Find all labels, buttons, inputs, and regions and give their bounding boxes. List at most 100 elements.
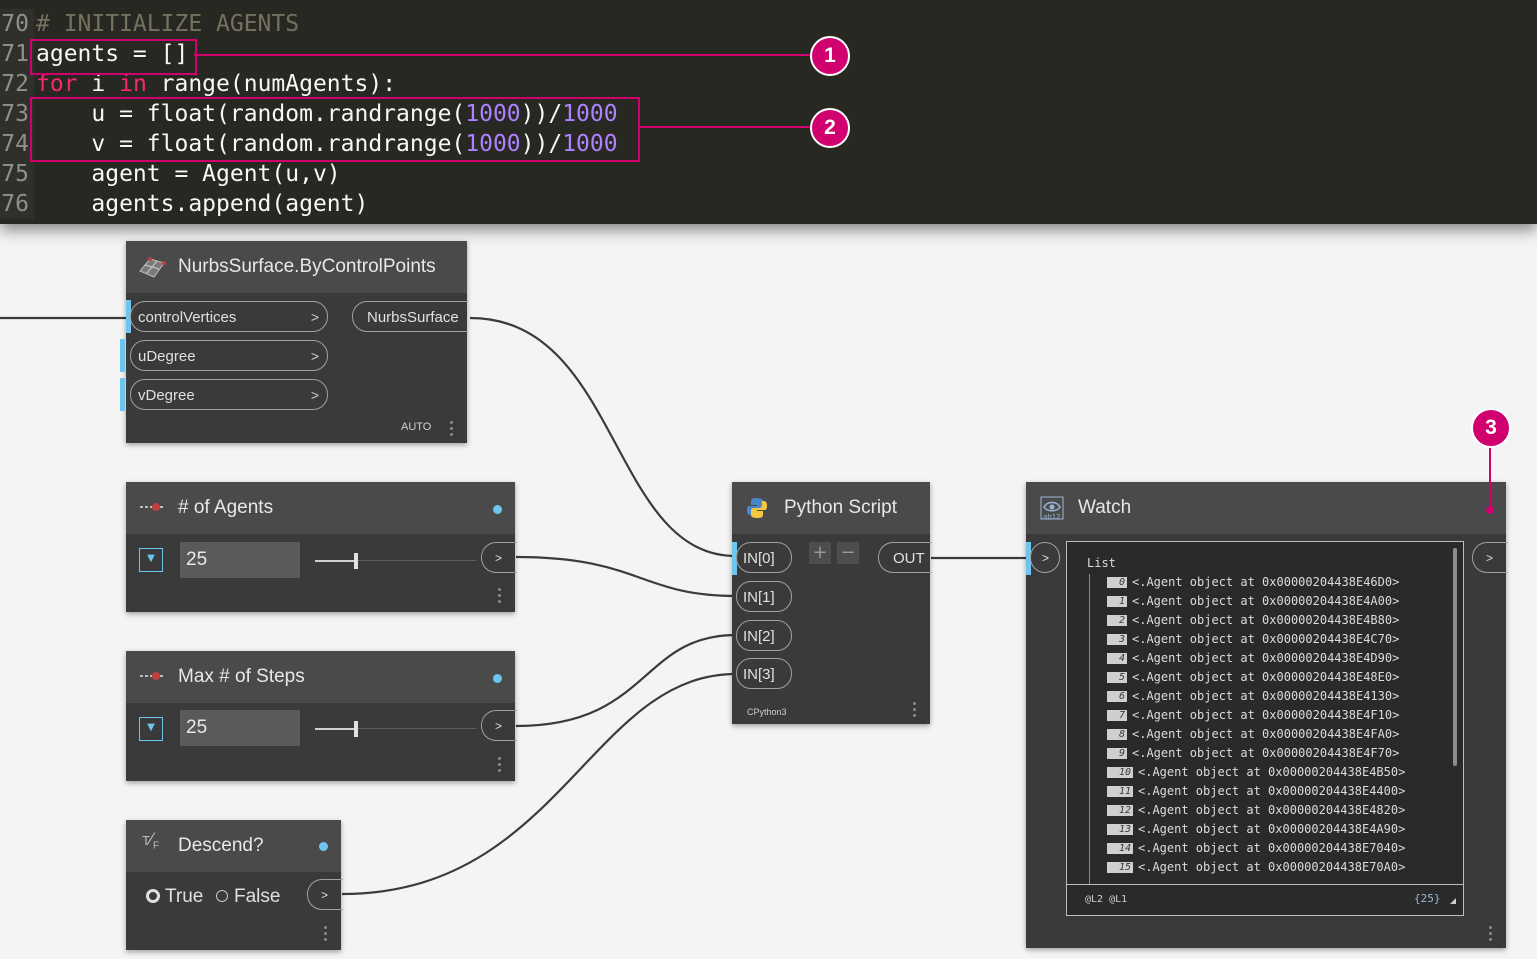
list-item[interactable]: 5<.Agent object at 0x00000204438E48E0> xyxy=(1107,668,1399,687)
node-header[interactable] xyxy=(126,241,467,293)
code-line[interactable]: 70# INITIALIZE AGENTS xyxy=(0,9,299,39)
levels-label: @L2 @L1 xyxy=(1085,894,1128,905)
slider-track[interactable] xyxy=(356,560,476,561)
input-port-in1[interactable]: IN[1] xyxy=(736,581,792,612)
node-menu-icon[interactable] xyxy=(1489,926,1493,944)
list-value: <.Agent object at 0x00000204438E4B50> xyxy=(1138,765,1406,779)
node-header[interactable] xyxy=(126,820,341,872)
node-header[interactable] xyxy=(126,651,515,703)
output-port[interactable]: > xyxy=(481,542,517,573)
line-number: 71 xyxy=(0,39,34,69)
wire-descend-to-in3 xyxy=(341,672,737,896)
node-menu-icon[interactable] xyxy=(324,926,328,944)
true-radio[interactable]: True xyxy=(146,886,203,908)
list-item[interactable]: 10<.Agent object at 0x00000204438E4B50> xyxy=(1107,763,1405,782)
node-menu-icon[interactable] xyxy=(450,421,454,439)
descend-boolean-node[interactable]: T∕F Descend? True False > xyxy=(126,820,343,950)
code-token: v = float(random.randrange( xyxy=(36,131,466,157)
output-port-nurbs-surface[interactable]: NurbsSurface xyxy=(352,301,468,332)
slider-thumb[interactable] xyxy=(354,721,358,737)
add-input-button[interactable]: + xyxy=(809,542,831,564)
list-item[interactable]: 7<.Agent object at 0x00000204438E4F10> xyxy=(1107,706,1399,725)
slider-icon xyxy=(140,503,164,511)
count-label: {25} xyxy=(1414,892,1441,905)
output-port[interactable]: > xyxy=(307,879,343,910)
watch-node[interactable]: ab12 Watch > > List 0<.Agent object at 0… xyxy=(1026,482,1508,948)
nurbs-surface-icon xyxy=(139,257,166,278)
output-port[interactable]: > xyxy=(1472,542,1508,573)
expand-toggle[interactable]: ▼ xyxy=(139,548,163,572)
watch-icon: ab12 xyxy=(1040,496,1064,521)
slider-track-filled[interactable] xyxy=(315,728,356,730)
code-line[interactable]: 76 agents.append(agent) xyxy=(0,189,368,219)
list-value: <.Agent object at 0x00000204438E4400> xyxy=(1138,784,1406,798)
lacing-label[interactable]: AUTO xyxy=(401,421,432,433)
list-item[interactable]: 15<.Agent object at 0x00000204438E70A0> xyxy=(1107,858,1405,877)
list-item[interactable]: 6<.Agent object at 0x00000204438E4130> xyxy=(1107,687,1399,706)
node-header[interactable] xyxy=(126,482,515,534)
input-port-u-degree[interactable]: uDegree> xyxy=(130,340,328,371)
input-port-in3[interactable]: IN[3] xyxy=(736,658,792,689)
callout-1: 1 xyxy=(810,36,850,76)
port-label: OUT xyxy=(893,550,925,567)
slider-thumb[interactable] xyxy=(354,553,358,569)
engine-label[interactable]: CPython3 xyxy=(747,707,787,717)
remove-input-button[interactable]: − xyxy=(837,542,859,564)
node-menu-icon[interactable] xyxy=(498,588,502,606)
node-menu-icon[interactable] xyxy=(913,702,917,720)
slider-track-filled[interactable] xyxy=(315,560,356,562)
input-port-in2[interactable]: IN[2] xyxy=(736,620,792,651)
list-value: <.Agent object at 0x00000204438E48E0> xyxy=(1132,670,1400,684)
slider-track[interactable] xyxy=(356,728,476,729)
list-value: <.Agent object at 0x00000204438E4130> xyxy=(1132,689,1400,703)
code-token: # INITIALIZE AGENTS xyxy=(36,11,300,37)
agents-slider-node[interactable]: # of Agents ▼ 25 > xyxy=(126,482,517,612)
scrollbar-thumb[interactable] xyxy=(1453,548,1457,766)
code-line[interactable]: 74 v = float(random.randrange(1000))/100… xyxy=(0,129,618,159)
nurbs-surface-node[interactable]: NurbsSurface.ByControlPoints controlVert… xyxy=(120,241,468,443)
output-port-out[interactable]: OUT xyxy=(878,542,932,573)
watch-output-panel[interactable]: List 0<.Agent object at 0x00000204438E46… xyxy=(1066,541,1464,916)
list-index: 15 xyxy=(1107,862,1133,873)
tree-line xyxy=(1089,574,1090,884)
agents-value-input[interactable]: 25 xyxy=(180,542,300,578)
node-menu-icon[interactable] xyxy=(498,757,502,775)
list-item[interactable]: 3<.Agent object at 0x00000204438E4C70> xyxy=(1107,630,1399,649)
node-header[interactable] xyxy=(1026,482,1506,534)
list-item[interactable]: 1<.Agent object at 0x00000204438E4A00> xyxy=(1107,592,1399,611)
list-item[interactable]: 2<.Agent object at 0x00000204438E4B80> xyxy=(1107,611,1399,630)
node-title: NurbsSurface.ByControlPoints xyxy=(178,256,436,277)
code-line[interactable]: 75 agent = Agent(u,v) xyxy=(0,159,341,189)
input-marker xyxy=(732,542,737,575)
input-port-v-degree[interactable]: vDegree> xyxy=(130,379,328,410)
list-item[interactable]: 9<.Agent object at 0x00000204438E4F70> xyxy=(1107,744,1399,763)
list-index: 0 xyxy=(1107,577,1127,588)
code-token: ))/ xyxy=(520,101,563,127)
list-index: 14 xyxy=(1107,843,1133,854)
list-item[interactable]: 14<.Agent object at 0x00000204438E7040> xyxy=(1107,839,1405,858)
list-item[interactable]: 11<.Agent object at 0x00000204438E4400> xyxy=(1107,782,1405,801)
list-item[interactable]: 4<.Agent object at 0x00000204438E4D90> xyxy=(1107,649,1399,668)
python-script-node[interactable]: Python Script IN[0] IN[1] IN[2] IN[3] + … xyxy=(732,482,932,724)
port-label: IN[0] xyxy=(743,550,775,567)
input-port-in0[interactable]: IN[0] xyxy=(736,542,792,573)
highlight-box-line-71 xyxy=(30,39,197,75)
list-item[interactable]: 13<.Agent object at 0x00000204438E4A90> xyxy=(1107,820,1405,839)
node-title: Watch xyxy=(1078,497,1132,518)
steps-slider-node[interactable]: Max # of Steps ▼ 25 > xyxy=(126,651,517,781)
resize-grip-icon[interactable] xyxy=(1450,898,1456,904)
input-port[interactable]: > xyxy=(1030,542,1060,573)
output-port[interactable]: > xyxy=(481,710,517,741)
list-item[interactable]: 12<.Agent object at 0x00000204438E4820> xyxy=(1107,801,1405,820)
false-radio[interactable]: False xyxy=(216,886,280,908)
list-item[interactable]: 0<.Agent object at 0x00000204438E46D0> xyxy=(1107,573,1399,592)
code-line[interactable]: 73 u = float(random.randrange(1000))/100… xyxy=(0,99,618,129)
expand-toggle[interactable]: ▼ xyxy=(139,717,163,741)
steps-value-input[interactable]: 25 xyxy=(180,710,300,746)
input-port-control-vertices[interactable]: controlVertices> xyxy=(130,301,328,332)
list-index: 13 xyxy=(1107,824,1133,835)
list-item[interactable]: 8<.Agent object at 0x00000204438E4FA0> xyxy=(1107,725,1399,744)
